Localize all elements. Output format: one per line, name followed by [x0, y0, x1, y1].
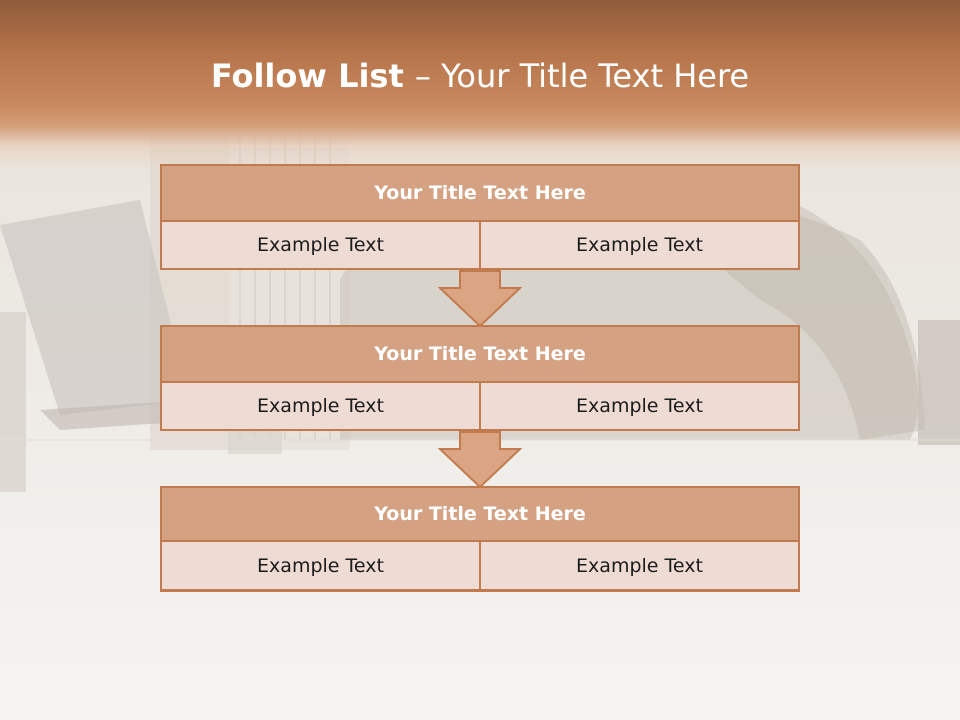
block-title: Your Title Text Here: [160, 325, 800, 383]
block-row: Example Text Example Text: [160, 383, 800, 431]
follow-list-block-3: Your Title Text Here Example Text Exampl…: [160, 486, 800, 592]
down-arrow-icon: [438, 270, 522, 328]
block-cell-left: Example Text: [160, 542, 481, 592]
down-arrow-icon: [438, 431, 522, 489]
block-cell-right: Example Text: [481, 542, 800, 592]
slide-title-rest: – Your Title Text Here: [414, 57, 750, 95]
header-band: [0, 0, 960, 170]
block-cell-right: Example Text: [481, 383, 800, 431]
block-row: Example Text Example Text: [160, 222, 800, 270]
slide-title-bold: Follow List: [210, 57, 415, 95]
slide-title: Follow List – Your Title Text Here: [0, 54, 960, 98]
block-title: Your Title Text Here: [160, 486, 800, 542]
follow-list-block-1: Your Title Text Here Example Text Exampl…: [160, 164, 800, 270]
follow-list-block-2: Your Title Text Here Example Text Exampl…: [160, 325, 800, 431]
block-title: Your Title Text Here: [160, 164, 800, 222]
block-row: Example Text Example Text: [160, 542, 800, 592]
block-cell-left: Example Text: [160, 222, 481, 270]
block-cell-right: Example Text: [481, 222, 800, 270]
block-cell-left: Example Text: [160, 383, 481, 431]
